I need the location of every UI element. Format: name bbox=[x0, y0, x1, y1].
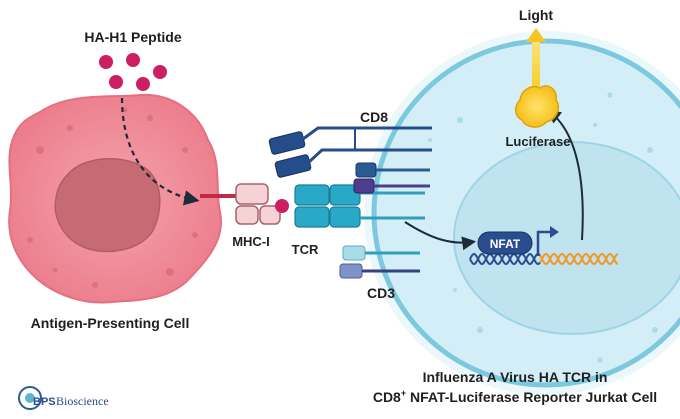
bps-bioscience-logo: BPS Bioscience bbox=[18, 386, 109, 410]
tcr-domain bbox=[294, 206, 330, 228]
mhc-label: MHC-I bbox=[232, 234, 270, 249]
peptide-cluster bbox=[99, 53, 167, 91]
dna-strand bbox=[469, 252, 541, 266]
apc-label: Antigen-Presenting Cell bbox=[31, 315, 190, 331]
dna-strand bbox=[539, 252, 619, 266]
peptide-uptake-arrow bbox=[120, 97, 200, 206]
tcr-complex bbox=[294, 184, 425, 228]
cd3-domain bbox=[342, 245, 366, 261]
promoter-arrow-head bbox=[550, 226, 559, 238]
cd3-domain bbox=[339, 263, 363, 279]
cd3-complex bbox=[339, 162, 430, 279]
jurkat-cell bbox=[364, 31, 680, 395]
mhc-i-complex bbox=[200, 183, 289, 225]
light-beam bbox=[526, 28, 546, 86]
peptide-dot bbox=[136, 77, 150, 91]
luciferase-label: Luciferase bbox=[505, 134, 570, 149]
cd8-domain bbox=[268, 131, 306, 155]
logo-word: Bioscience bbox=[56, 394, 109, 408]
nfat-label: NFAT bbox=[490, 237, 521, 251]
logo-mark: BPS bbox=[33, 396, 56, 408]
tcr-domain bbox=[329, 184, 361, 206]
expression-arrow bbox=[546, 109, 584, 241]
signal-arrow bbox=[404, 221, 477, 251]
mhc-domain bbox=[235, 205, 259, 225]
tcr-domain bbox=[294, 184, 330, 206]
promoter-arrow bbox=[536, 230, 552, 256]
apc-nucleus bbox=[54, 158, 161, 253]
antigen-presenting-cell bbox=[8, 93, 223, 304]
luciferase-enzyme bbox=[515, 85, 560, 128]
peptide-label: HA-H1 Peptide bbox=[84, 29, 181, 45]
figure-title-line2: CD8+ NFAT-Luciferase Reporter Jurkat Cel… bbox=[373, 388, 657, 405]
tcr-label: TCR bbox=[292, 242, 319, 257]
cd3-domain bbox=[353, 178, 375, 194]
mhc-domain bbox=[259, 205, 281, 225]
figure-title-line1: Influenza A Virus HA TCR in bbox=[423, 369, 608, 385]
nfat-factor: NFAT bbox=[477, 231, 533, 255]
mhc-domain bbox=[235, 183, 269, 205]
nfat-pill bbox=[477, 231, 533, 255]
bound-peptide bbox=[275, 199, 289, 213]
light-label: Light bbox=[519, 7, 554, 23]
cd8-domain bbox=[274, 154, 312, 178]
apc-spots bbox=[27, 107, 198, 288]
tcr-domain bbox=[329, 206, 361, 228]
peptide-dot bbox=[126, 53, 140, 67]
cd3-label: CD3 bbox=[367, 285, 395, 301]
dna-strand bbox=[539, 252, 619, 266]
cd3-domain bbox=[355, 162, 377, 178]
cytoplasm-dots bbox=[428, 92, 658, 363]
peptide-dot bbox=[153, 65, 167, 79]
cd8-label: CD8 bbox=[360, 109, 388, 125]
cd8-coreceptor bbox=[268, 126, 432, 178]
peptide-dot bbox=[99, 55, 113, 69]
peptide-dot bbox=[109, 75, 123, 89]
